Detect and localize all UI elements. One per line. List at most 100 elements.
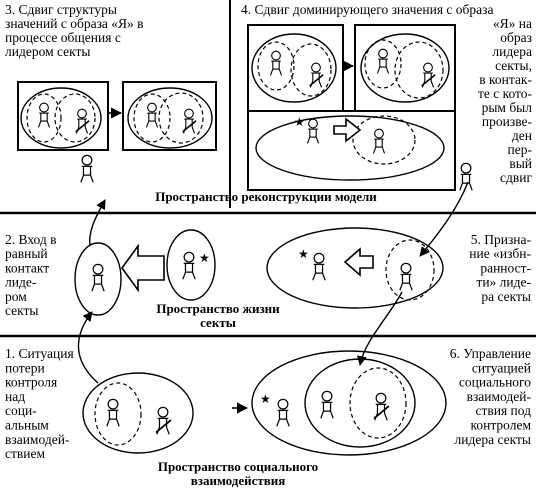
caption-stage-3-line: 3. Сдвиг структуры xyxy=(5,2,117,17)
block-arrow-icon xyxy=(343,247,374,277)
caption-stage-1-line: 1. Ситуация xyxy=(5,346,74,361)
caption-stage-4-side-line: пер- xyxy=(508,142,533,157)
caption-stage-4-side-line: в контак- xyxy=(479,72,532,87)
caption-stage-3-line: лидером секты xyxy=(5,44,90,59)
caption-stage-4-side-line: те с кото- xyxy=(478,86,533,101)
stage-4-frame-c xyxy=(247,110,456,191)
connector-5-to-6 xyxy=(356,291,403,366)
group-ellipse xyxy=(251,350,447,456)
middle-band-group: ★ ★ xyxy=(74,227,444,316)
self-ellipse xyxy=(127,87,213,149)
block-arrow-icon xyxy=(333,117,362,143)
stage-4-frame-b xyxy=(354,24,456,112)
stage-3-frame-b xyxy=(122,81,217,151)
space-label-reconstruction: Пространство реконструкции модели xyxy=(155,189,377,204)
caption-stage-5-line: ранност- xyxy=(480,260,531,275)
caption-stage-2-line: секты xyxy=(5,303,39,318)
caption-stage-4-side-line: рым был xyxy=(482,100,533,115)
bottom-band-group: ★ xyxy=(82,350,447,456)
caption-stage-3-line: значений с образа «Я» в xyxy=(5,16,144,31)
caption-stage-4-side-line: произве- xyxy=(482,114,533,129)
self-dashed-circle xyxy=(385,239,435,301)
space-label-sect-life-line: секты xyxy=(200,315,236,330)
stage-4-group: ★ xyxy=(247,24,473,191)
caption-stage-6-line: лидера секты xyxy=(455,432,531,447)
space-label-social-line: взаимодействия xyxy=(191,473,286,488)
caption-stage-5-line: ра секты xyxy=(481,289,531,304)
leader-figure-icon xyxy=(155,406,172,436)
caption-stage-2-line: лиде- xyxy=(5,275,37,290)
caption-stage-2-line: равный xyxy=(5,246,48,261)
leader-dashed-circle xyxy=(352,115,416,165)
caption-stage-1-line: альным xyxy=(5,418,49,433)
leader-figure-icon xyxy=(306,118,320,144)
self-ellipse xyxy=(82,372,194,454)
caption-stage-1-line: ствием xyxy=(5,446,45,461)
leader-figure-icon xyxy=(308,62,324,89)
caption-stage-5-line: 5. Призна- xyxy=(471,232,532,247)
caption-stage-4-side-line: секты, xyxy=(495,58,532,73)
caption-stage-6-line: социального xyxy=(459,375,531,390)
self-dashed-circle xyxy=(94,382,142,446)
leader-figure-icon xyxy=(312,252,326,281)
caption-stage-1-line: взаимодей- xyxy=(5,432,70,447)
self-figure-icon xyxy=(106,398,120,427)
self-dashed-circle xyxy=(133,93,171,143)
star-icon: ★ xyxy=(260,392,271,406)
caption-stage-2-line: ром xyxy=(5,289,27,304)
leader-figure-icon xyxy=(420,62,436,89)
caption-stage-5-line: ти» лиде- xyxy=(476,275,531,290)
leader-dashed-circle xyxy=(158,92,204,144)
block-arrow-icon xyxy=(121,243,165,293)
connector-2-to-3 xyxy=(88,199,106,247)
leader-dashed-circle xyxy=(290,43,332,97)
caption-stage-2-line: контакт xyxy=(5,260,49,275)
leader-dashed-circle xyxy=(54,93,96,143)
self-ellipse xyxy=(74,242,122,316)
group-ellipse xyxy=(255,115,445,181)
caption-stage-6-line: ствия под xyxy=(475,403,531,418)
self-ellipse xyxy=(360,33,450,103)
self-ellipse xyxy=(304,358,416,448)
leader-figure-icon xyxy=(182,251,196,280)
self-figure-icon xyxy=(145,102,159,128)
self-figure-icon xyxy=(320,390,334,419)
caption-stage-6-line: взаимодей- xyxy=(467,389,532,404)
caption-stage-4-side-line: сдвиг xyxy=(500,170,532,185)
space-label-sect-life-line: Пространство жизни xyxy=(156,301,280,316)
self-figure-icon xyxy=(91,263,105,292)
leader-figure-icon xyxy=(74,108,90,135)
leader-ellipse xyxy=(166,229,216,301)
self-figure-icon xyxy=(372,128,386,154)
caption-stage-1-line: потери xyxy=(5,360,45,375)
self-dashed-circle xyxy=(26,93,62,143)
self-figure-icon xyxy=(376,48,390,74)
leader-figure-icon xyxy=(373,392,390,422)
group-ellipse xyxy=(266,227,444,309)
self-dashed-circle xyxy=(364,39,402,89)
caption-stage-4-side-line: образ xyxy=(500,30,532,45)
caption-stage-6-line: контролем xyxy=(470,418,531,433)
stage-3-frame-a xyxy=(17,81,109,151)
caption-stage-4-side-line: вый xyxy=(509,156,532,171)
star-icon: ★ xyxy=(298,247,309,261)
self-ellipse xyxy=(251,33,337,103)
caption-stage-2-line: 2. Вход в xyxy=(5,232,57,247)
self-figure-icon xyxy=(399,262,413,291)
self-figure-icon xyxy=(269,50,283,76)
connector-1-to-2 xyxy=(77,311,99,384)
self-ellipse xyxy=(20,87,102,149)
caption-stage-6-line: ситуацией xyxy=(472,360,531,375)
leader-dashed-circle xyxy=(349,367,407,439)
stage-4-frame-a xyxy=(247,24,344,112)
self-dashed-circle xyxy=(257,41,295,91)
space-label-social-line: Пространство социального xyxy=(158,459,318,474)
leader-dashed-circle xyxy=(394,41,444,99)
connector-4-to-5 xyxy=(419,181,469,257)
caption-stage-4-side-line: «Я» на xyxy=(493,16,532,31)
caption-stage-5-line: ние «избн- xyxy=(469,246,531,261)
leader-figure-icon xyxy=(276,398,290,427)
person-figure-icon xyxy=(80,154,94,183)
